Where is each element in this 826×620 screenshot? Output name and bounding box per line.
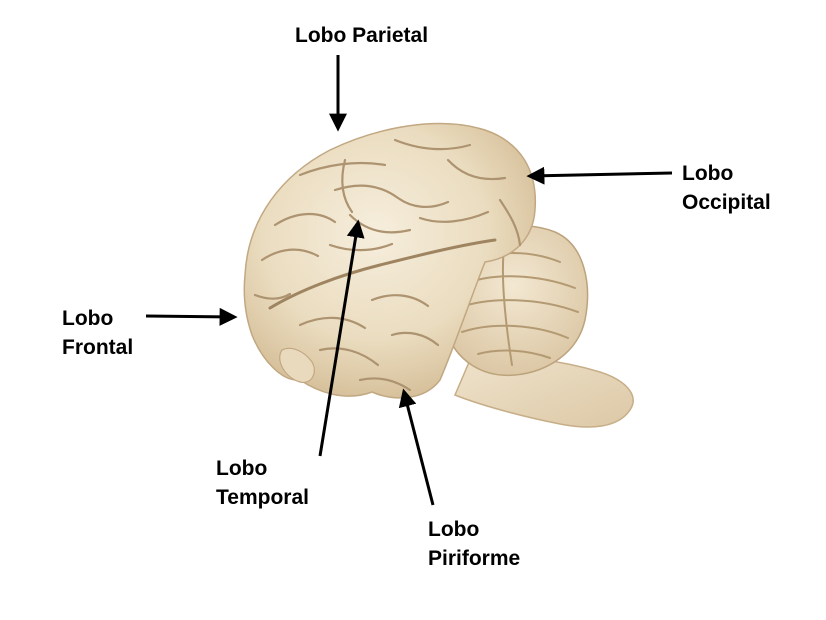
arrow-piriforme [398, 388, 435, 506]
arrow-frontal [145, 307, 238, 326]
label-lobo-frontal: Lobo Frontal [62, 304, 133, 362]
label-lobo-temporal: Lobo Temporal [216, 454, 309, 512]
label-lobo-temporal-line2: Temporal [216, 486, 309, 509]
label-lobo-frontal-line2: Frontal [62, 336, 134, 359]
label-lobo-frontal-line1: Lobo [62, 307, 114, 330]
arrow-temporal [318, 219, 365, 457]
arrow-occipital [526, 166, 673, 185]
label-lobo-occipital-line2: Occipital [682, 191, 771, 214]
label-lobo-piriforme: Lobo Piriforme [428, 515, 520, 573]
label-lobo-parietal: Lobo Parietal [295, 21, 428, 50]
label-lobo-piriforme-line2: Piriforme [428, 547, 521, 570]
label-lobo-occipital-line1: Lobo [682, 162, 734, 185]
brain-specimen [243, 122, 634, 428]
cerebral-sulci [253, 138, 522, 392]
label-lobo-occipital: Lobo Occipital [682, 159, 771, 217]
label-lobo-parietal-text: Lobo Parietal [295, 24, 429, 47]
label-lobo-temporal-line1: Lobo [216, 457, 268, 480]
cerebrum [243, 122, 537, 399]
lateral-fissure [268, 238, 497, 310]
olfactory-bulb [279, 347, 315, 384]
arrows [145, 55, 673, 506]
label-lobo-piriforme-line1: Lobo [428, 518, 480, 541]
